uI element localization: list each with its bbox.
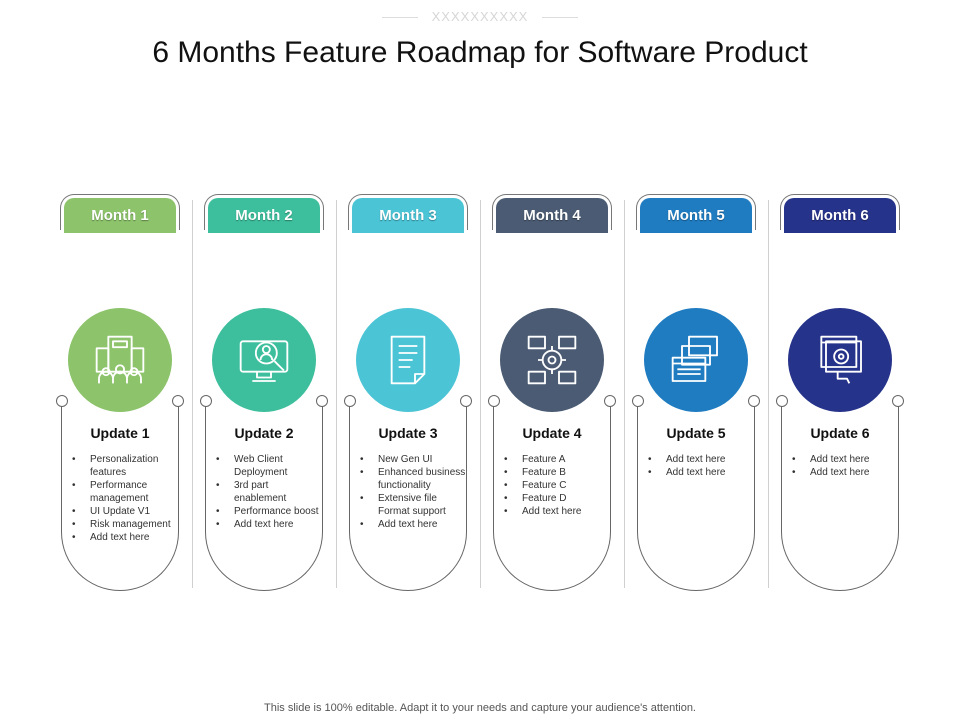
update-list: Web Client Deployment3rd part enablement… <box>216 453 322 531</box>
column-divider <box>192 200 193 588</box>
list-item: Add text here <box>216 518 322 531</box>
list-item: Add text here <box>792 466 898 479</box>
icon-circle <box>500 308 604 412</box>
card-outline <box>493 401 611 591</box>
month-tab: Month 3 <box>352 198 464 233</box>
connector-dot <box>488 395 500 407</box>
month-tab: Month 4 <box>496 198 608 233</box>
list-item: New Gen UI <box>360 453 466 466</box>
list-item: Feature B <box>504 466 610 479</box>
icon-circle <box>788 308 892 412</box>
tab-outline <box>60 194 180 230</box>
connector-dot <box>892 395 904 407</box>
header-decoration: XXXXXXXXXX <box>0 9 960 24</box>
tab-outline <box>780 194 900 230</box>
update-title: Update 2 <box>234 425 294 441</box>
footer-note: This slide is 100% editable. Adapt it to… <box>264 702 696 714</box>
connector-dot <box>632 395 644 407</box>
monitor-settings-icon <box>820 335 862 384</box>
card-outline <box>781 401 899 591</box>
list-item: Feature D <box>504 492 610 505</box>
list-item: Enhanced business functionality <box>360 466 466 492</box>
page-title: 6 Months Feature Roadmap for Software Pr… <box>152 36 808 69</box>
gear-windows-icon <box>527 335 577 385</box>
connector-dot <box>172 395 184 407</box>
list-item: Performance management <box>72 479 178 505</box>
list-item: Extensive file Format support <box>360 492 466 518</box>
list-item: Risk management <box>72 518 178 531</box>
icon-circle <box>212 308 316 412</box>
tab-outline <box>348 194 468 230</box>
tab-outline <box>636 194 756 230</box>
update-title: Update 6 <box>810 425 870 441</box>
month-column-6: Month 6 Update 6 Add text hereAdd text h… <box>768 190 912 600</box>
column-divider <box>480 200 481 588</box>
list-item: Add text here <box>792 453 898 466</box>
list-item: Web Client Deployment <box>216 453 322 479</box>
month-tab: Month 2 <box>208 198 320 233</box>
month-column-2: Month 2 Update 2 Web Client Deployment3r… <box>192 190 336 600</box>
list-item: Feature C <box>504 479 610 492</box>
update-list: New Gen UIEnhanced business functionalit… <box>360 453 466 531</box>
list-item: 3rd part enablement <box>216 479 322 505</box>
connector-dot <box>604 395 616 407</box>
connector-dot <box>460 395 472 407</box>
column-divider <box>768 200 769 588</box>
icon-circle <box>68 308 172 412</box>
connector-dot <box>344 395 356 407</box>
month-column-3: Month 3 Update 3 New Gen UIEnhanced busi… <box>336 190 480 600</box>
document-icon <box>390 335 426 385</box>
stacked-windows-icon <box>671 335 718 382</box>
card-outline <box>349 401 467 591</box>
update-title: Update 5 <box>666 425 726 441</box>
update-list: Add text hereAdd text here <box>792 453 898 479</box>
list-item: Add text here <box>648 466 754 479</box>
icon-circle <box>356 308 460 412</box>
list-item: UI Update V1 <box>72 505 178 518</box>
card-outline <box>61 401 179 591</box>
update-title: Update 3 <box>378 425 438 441</box>
list-item: Add text here <box>648 453 754 466</box>
month-tab: Month 5 <box>640 198 752 233</box>
month-tab: Month 6 <box>784 198 896 233</box>
connector-dot <box>56 395 68 407</box>
month-column-1: Month 1 Update 1 Personalization feature… <box>48 190 192 600</box>
update-list: Feature AFeature BFeature CFeature DAdd … <box>504 453 610 518</box>
monitor-user-search-icon <box>239 340 289 382</box>
connector-dot <box>776 395 788 407</box>
month-tab: Month 1 <box>64 198 176 233</box>
icon-circle <box>644 308 748 412</box>
list-item: Feature A <box>504 453 610 466</box>
update-list: Personalization featuresPerformance mana… <box>72 453 178 544</box>
list-item: Personalization features <box>72 453 178 479</box>
list-item: Add text here <box>504 505 610 518</box>
column-divider <box>336 200 337 588</box>
connector-dot <box>316 395 328 407</box>
card-outline <box>205 401 323 591</box>
office-building-people-icon <box>95 335 145 384</box>
month-column-5: Month 5 Update 5 Add text hereAdd text h… <box>624 190 768 600</box>
month-column-4: Month 4 Update 4 Feature AFeature BFeatu… <box>480 190 624 600</box>
list-item: Add text here <box>72 531 178 544</box>
tab-outline <box>492 194 612 230</box>
update-list: Add text hereAdd text here <box>648 453 754 479</box>
card-outline <box>637 401 755 591</box>
list-item: Add text here <box>360 518 466 531</box>
list-item: Performance boost <box>216 505 322 518</box>
connector-dot <box>748 395 760 407</box>
column-divider <box>624 200 625 588</box>
connector-dot <box>200 395 212 407</box>
update-title: Update 4 <box>522 425 582 441</box>
tab-outline <box>204 194 324 230</box>
update-title: Update 1 <box>90 425 150 441</box>
